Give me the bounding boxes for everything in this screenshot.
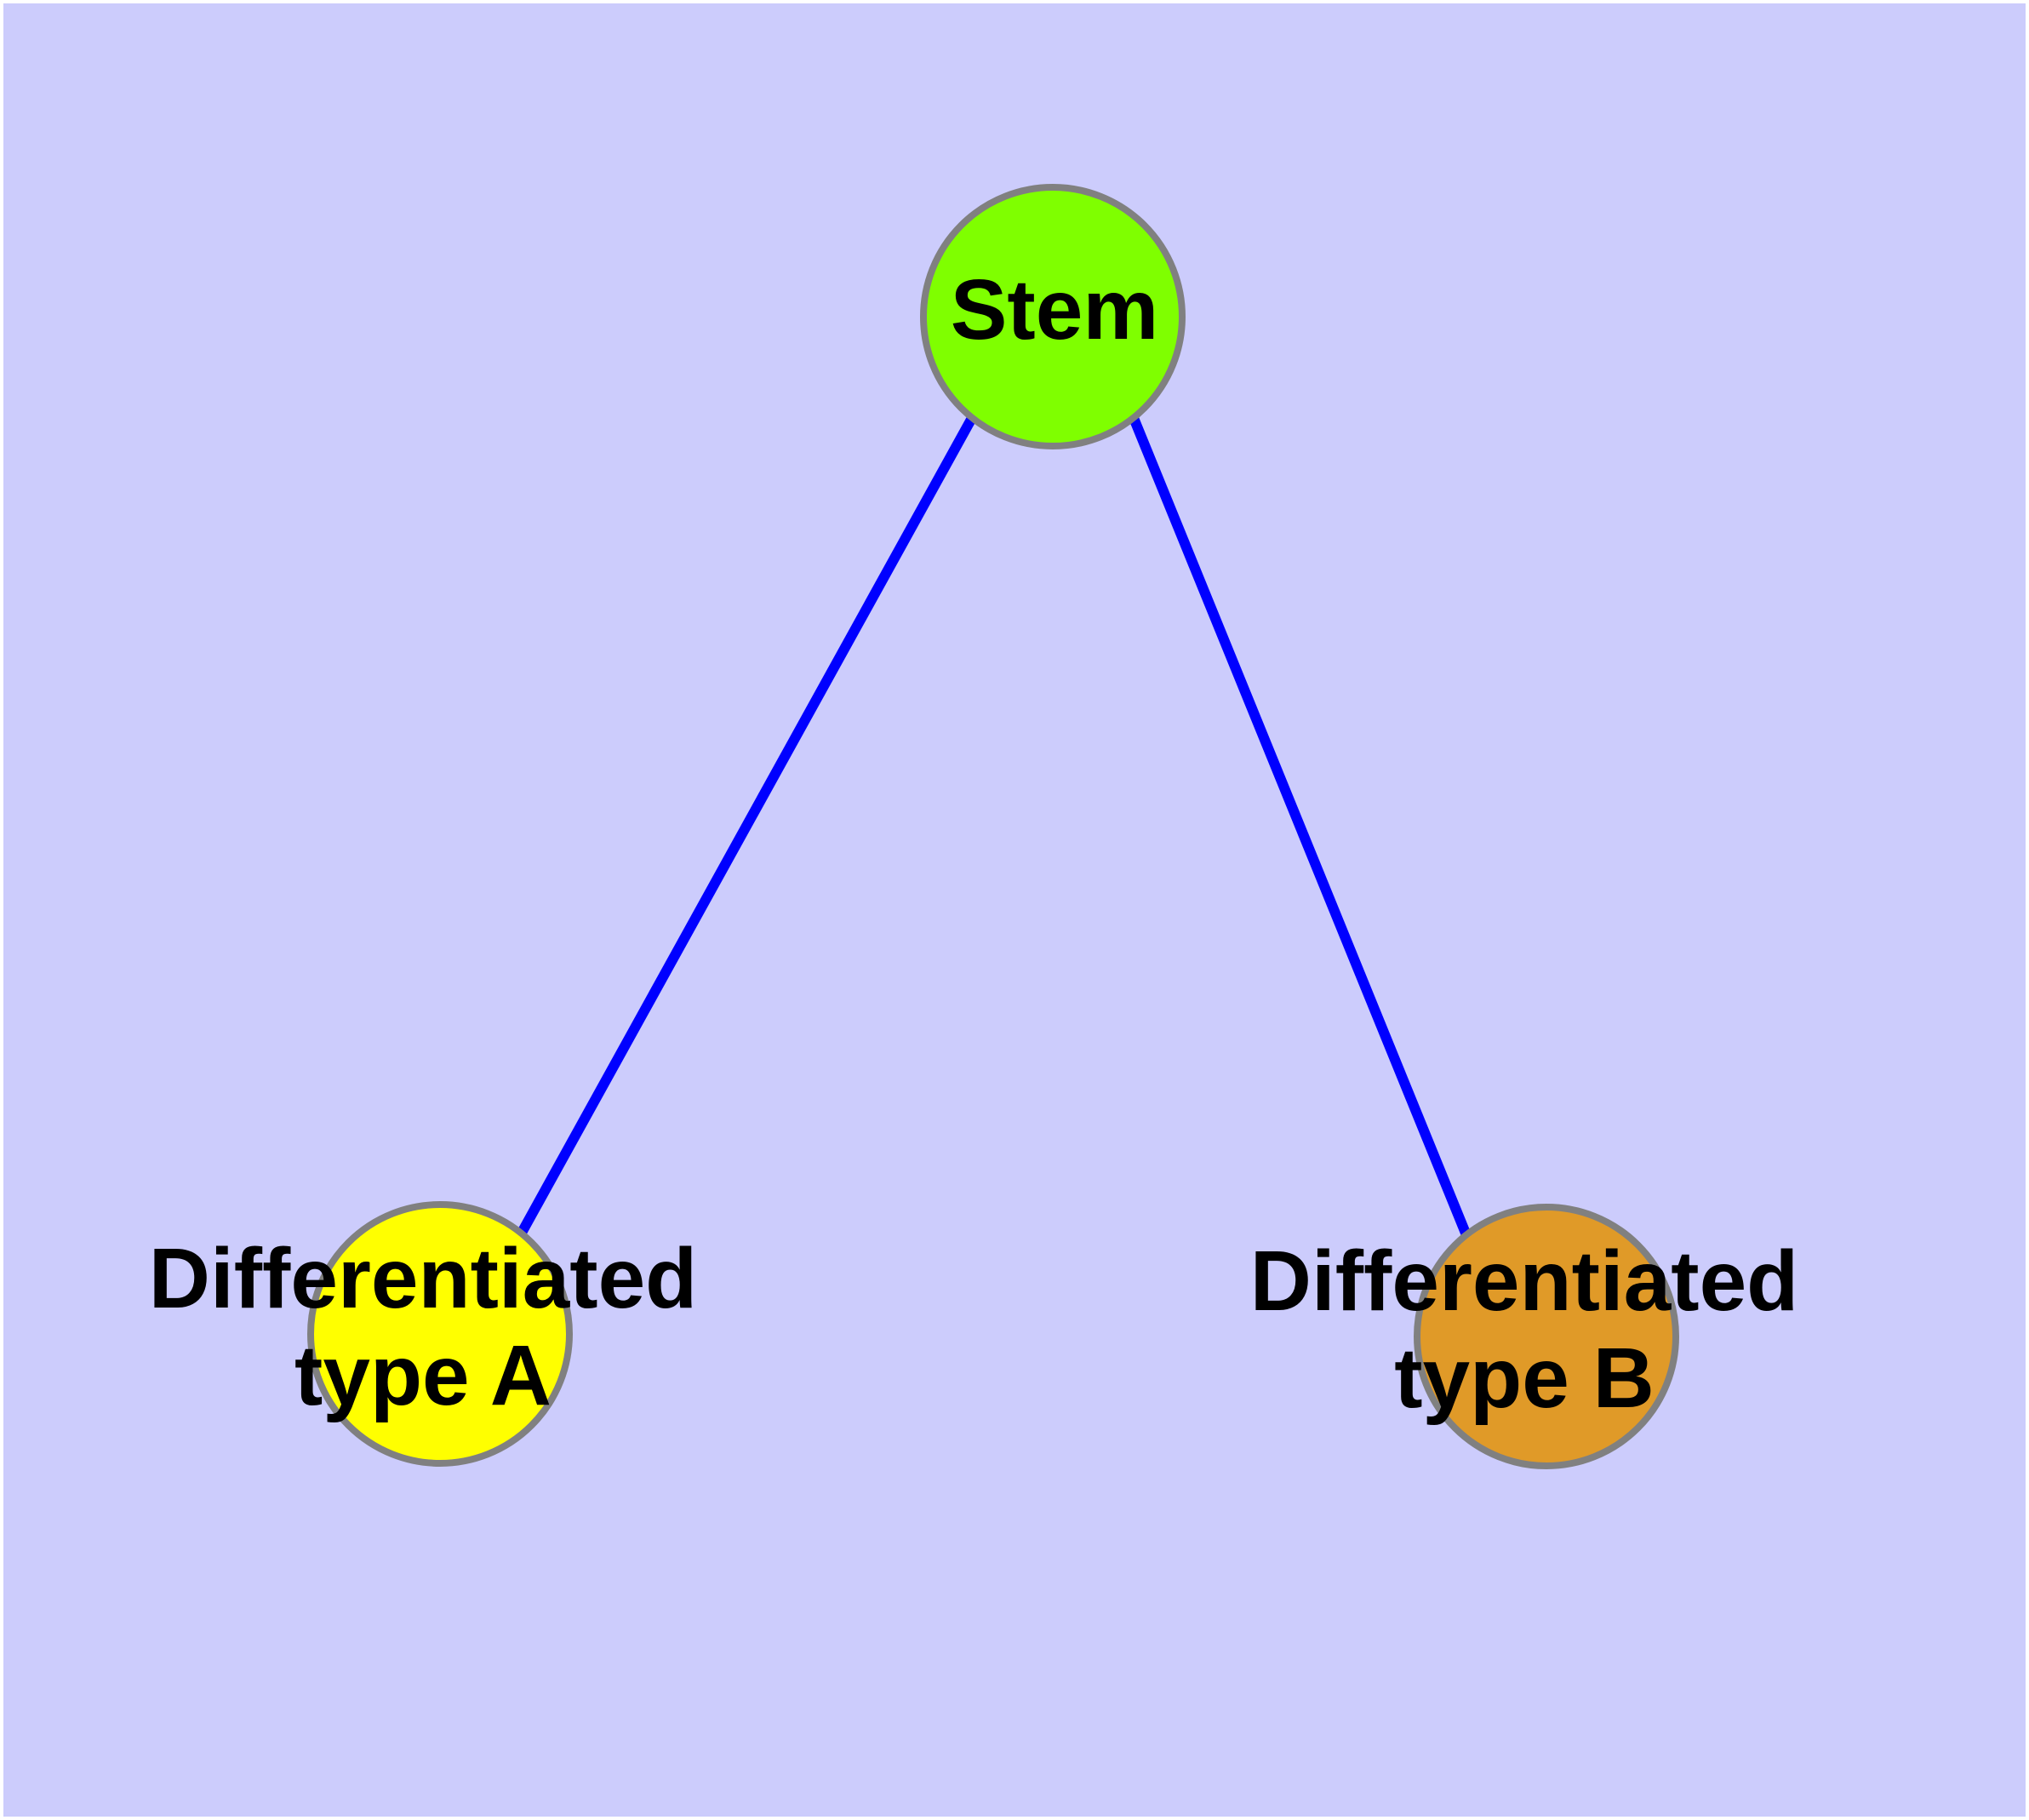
node-label-line: type A [294, 1328, 552, 1423]
edge-stem-to-differentiated-type-a[interactable] [517, 415, 977, 1235]
edges-group [517, 415, 1472, 1238]
node-label-line: Differentiated [149, 1231, 698, 1326]
node-circle-stem[interactable] [920, 184, 1186, 449]
node-label-line: Stem [951, 262, 1159, 358]
node-label-stem: Stem [951, 262, 1159, 358]
node-circle-differentiated-type-b[interactable] [1414, 1204, 1679, 1469]
node-circle-differentiated-type-a[interactable] [307, 1201, 573, 1467]
node-label-line: type B [1394, 1331, 1655, 1426]
node-label-line: Differentiated [1250, 1233, 1799, 1329]
edge-stem-to-differentiated-type-b[interactable] [1129, 415, 1472, 1238]
node-stem[interactable]: Stem [920, 184, 1186, 449]
